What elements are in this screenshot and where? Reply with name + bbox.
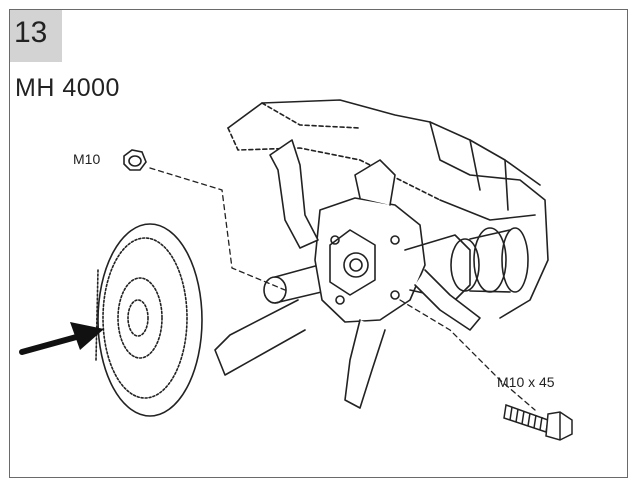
step-number-badge — [10, 10, 62, 62]
model-name: MH 4000 — [15, 74, 120, 102]
tiller-housing — [227, 99, 549, 319]
side-protection-disc — [95, 223, 203, 417]
bolt-label: M10 x 45 — [497, 374, 555, 390]
assembly-guide-lines — [149, 167, 536, 411]
hex-nut-icon — [123, 149, 147, 171]
step-number: 13 — [14, 16, 48, 49]
tiller-tines — [214, 139, 481, 409]
bolt-icon — [503, 403, 573, 441]
arrow-icon — [19, 322, 104, 355]
nut-label: M10 — [73, 151, 101, 167]
